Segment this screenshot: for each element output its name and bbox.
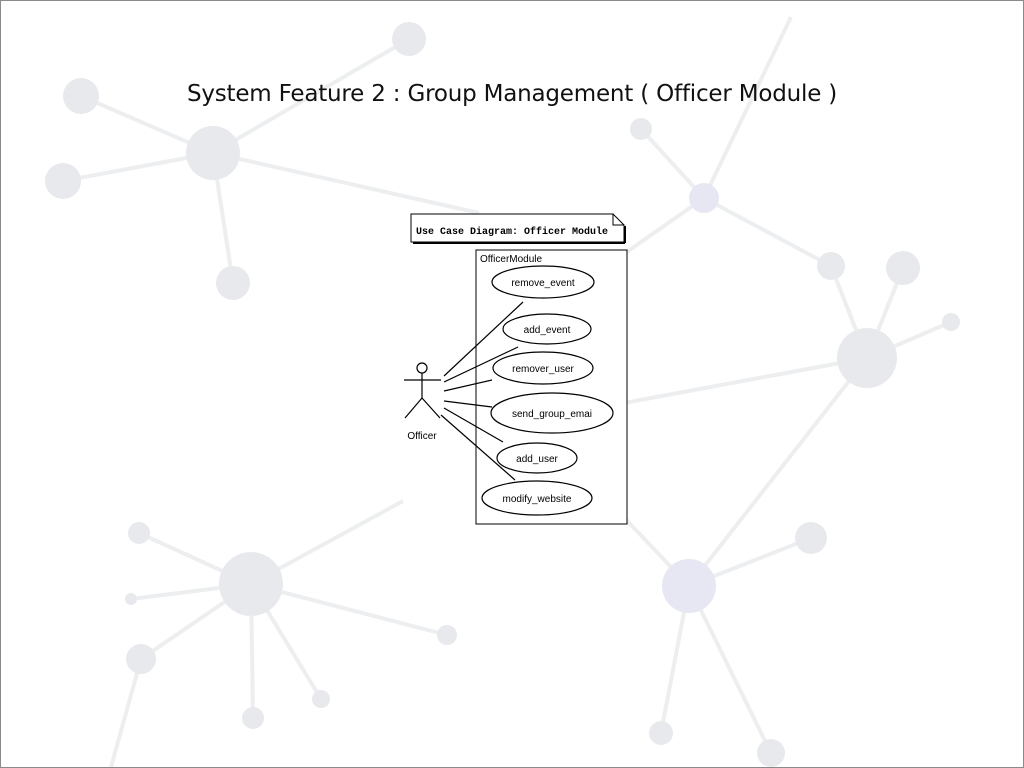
system-boundary-label: OfficerModule — [480, 254, 543, 265]
association-line — [443, 346, 519, 383]
use-case-label: remove_event — [511, 278, 575, 289]
diagram-note: Use Case Diagram: Officer Module — [410, 213, 626, 244]
use-case: remove_event — [491, 265, 595, 299]
use-case: add_user — [496, 442, 578, 474]
association-lines — [440, 301, 524, 481]
association-line — [443, 301, 524, 377]
association-line — [440, 414, 516, 481]
diagram-note-label: Use Case Diagram: Officer Module — [416, 226, 608, 238]
use-case: remover_user — [492, 351, 594, 385]
use-case-label: add_user — [516, 454, 558, 465]
use-case-label: remover_user — [512, 364, 574, 375]
use-case-label: modify_website — [503, 494, 572, 505]
use-case-label: send_group_emai — [512, 409, 592, 420]
association-line — [443, 407, 504, 443]
stick-figure-icon — [404, 362, 441, 419]
actor-label: Officer — [407, 431, 437, 442]
association-line — [443, 379, 493, 392]
slide-title: System Feature 2 : Group Management ( Of… — [186, 81, 838, 107]
use-case: modify_website — [481, 480, 593, 516]
use-case-label: add_event — [524, 325, 571, 336]
association-line — [443, 400, 493, 408]
use-case: add_event — [502, 313, 592, 345]
use-case: send_group_emai — [490, 392, 614, 434]
